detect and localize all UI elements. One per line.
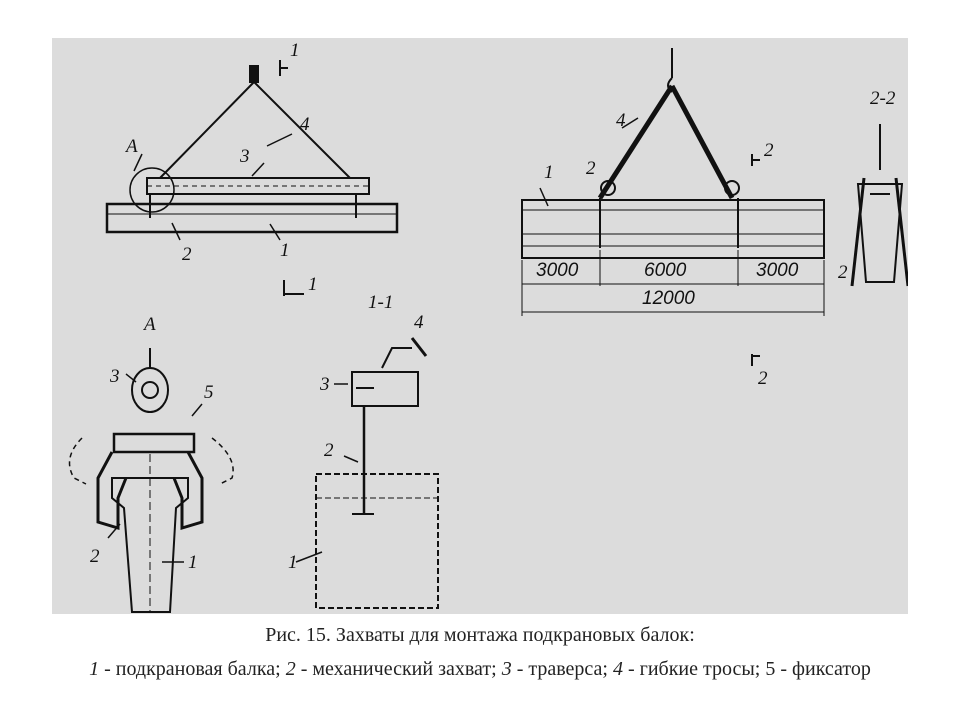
label-1-view2: 1 xyxy=(544,162,554,183)
section-mark-1-bottom: 1 xyxy=(308,274,318,295)
section-1-1-view xyxy=(295,337,439,609)
label-4-view1: 4 xyxy=(300,114,310,135)
label-2-view1: 2 xyxy=(182,244,192,265)
dimension-middle: 6000 xyxy=(644,260,687,281)
beam-profile xyxy=(111,477,189,613)
section-mark-1-top: 1 xyxy=(290,40,300,61)
panel-background xyxy=(52,38,908,614)
view-traverse-lift xyxy=(105,60,399,296)
rope-clamp xyxy=(381,347,412,369)
legend-text-2: - механический захват; xyxy=(295,658,502,680)
sling-right xyxy=(253,81,351,179)
label-3-view1: 3 xyxy=(239,146,250,167)
label-2-detail: 2 xyxy=(90,546,100,567)
label-5-detail: 5 xyxy=(204,382,214,403)
label-3-detail: 3 xyxy=(109,366,120,387)
dimension-right: 3000 xyxy=(756,260,799,281)
beam-cross-section xyxy=(856,183,904,283)
legend-text-1: - подкрановая балка; xyxy=(99,658,286,680)
traverse-section xyxy=(351,371,419,407)
detail-a-circle xyxy=(129,167,175,213)
label-1-view1: 1 xyxy=(280,240,290,261)
detail-title-a: A xyxy=(142,314,156,335)
view-sling-lift xyxy=(521,48,825,366)
legend-text-3: - траверса; xyxy=(511,658,613,680)
dimension-left: 3000 xyxy=(536,260,579,281)
section-2-2-view xyxy=(850,124,908,287)
label-2-view2: 2 xyxy=(586,158,596,179)
legend-text-5: - фиксатор xyxy=(775,658,871,680)
hook-icon xyxy=(249,65,259,83)
grip-jaw-right xyxy=(172,451,204,531)
crane-beam xyxy=(105,202,399,234)
sling-left xyxy=(159,81,255,179)
legend-number-2: 2 xyxy=(285,658,296,680)
section-mark-2-bottom: 2 xyxy=(758,368,768,389)
label-4-section1: 4 xyxy=(414,312,424,333)
shackle-icon xyxy=(131,367,169,413)
legend-text-4: - гибкие тросы; xyxy=(622,658,766,680)
label-detail-a: A xyxy=(124,136,138,157)
label-3-section1: 3 xyxy=(319,374,330,395)
label-1-section1: 1 xyxy=(288,552,298,573)
section-title-2-2: 2-2 xyxy=(870,88,896,109)
label-2-section2: 2 xyxy=(838,262,848,283)
legend-number-4: 4 xyxy=(612,658,623,680)
figure-caption-title: Рис. 15. Захваты для монтажа подкрановых… xyxy=(265,624,695,646)
fixator xyxy=(112,432,196,454)
figure-caption-legend: 1 - подкрановая балка; 2 - механический … xyxy=(0,658,960,681)
label-1-detail: 1 xyxy=(188,552,198,573)
crane-beam-elevation xyxy=(521,199,825,259)
detail-a-view xyxy=(68,348,234,613)
grip-jaw-left xyxy=(96,451,128,531)
beam-section xyxy=(315,473,439,609)
section-mark-2-top: 2 xyxy=(764,140,774,161)
drawing-panel: 1 1 A 4 3 2 1 2 2 4 2 1 3000 6000 xyxy=(52,38,908,614)
legend-number-5: 5 xyxy=(765,658,776,680)
label-2-section1: 2 xyxy=(324,440,334,461)
legend-number-3: 3 xyxy=(501,658,512,680)
section-title-1-1: 1-1 xyxy=(368,292,393,313)
legend-number-1: 1 xyxy=(89,658,100,680)
dimension-total: 12000 xyxy=(642,288,695,309)
label-4-view2: 4 xyxy=(616,110,626,131)
